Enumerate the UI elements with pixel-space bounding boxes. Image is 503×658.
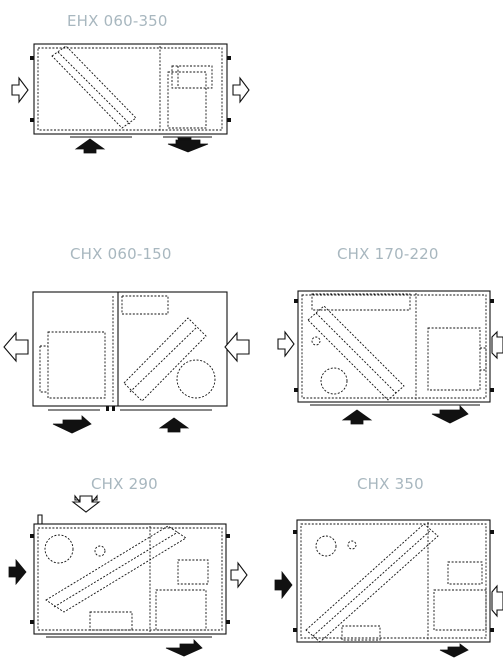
fan-wheel [315,535,337,557]
mount-pin [30,534,34,538]
open-flow-arrow-icon [71,495,101,513]
heat-exchanger-inner [57,51,131,125]
heat-exchanger-inner [53,531,179,608]
filter-box [121,295,169,315]
filled-flow-arrow-icon [158,417,190,433]
mount-pin [490,388,494,392]
fan-wheel [320,367,348,395]
motor-box [447,561,483,585]
unit-casing [33,523,227,635]
open-flow-arrow-icon [491,584,503,618]
sensor-port [94,545,106,557]
drain-box [341,625,381,641]
heat-exchanger [123,317,207,402]
heat-exchanger [51,45,137,129]
fan-wheel [176,359,216,399]
inner-outline [300,523,487,639]
mount-pin [226,534,230,538]
sensor-port [347,540,357,550]
diagram-chx-170-220 [277,290,503,425]
heat-exchanger-inner [129,326,198,393]
diagram-chx-060-150 [3,291,250,434]
fan-box [167,71,207,129]
unit-label-chx-350: CHX 350 [357,475,424,493]
inner-outline [37,527,223,631]
motor-outline [39,345,48,393]
mount-pin [106,406,109,411]
heat-exchanger [305,523,439,643]
filter-box [311,293,411,311]
inner-outline [37,47,223,131]
open-flow-arrow-icon [232,76,250,104]
filled-flow-arrow-icon [165,639,203,657]
mount-pin [294,299,298,303]
mount-pin [227,118,231,122]
diagram-ehx-060-350 [11,43,250,154]
fan-wheel [44,534,74,564]
mount-pin [490,530,494,534]
motor-box [177,559,209,585]
fan-box [433,589,487,631]
mount-pin [293,628,297,632]
filled-flow-arrow-icon [52,415,92,434]
diagram-chx-350 [274,519,503,658]
open-flow-arrow-icon [491,330,503,360]
open-flow-arrow-icon [3,331,29,363]
mount-pin [226,620,230,624]
unit-casing [296,519,491,643]
fan-box [47,331,106,399]
diagram-chx-290 [8,494,248,657]
fan-box [155,589,207,631]
filled-flow-arrow-icon [8,558,27,586]
filled-flow-arrow-icon [167,139,209,153]
filled-flow-arrow-icon [431,405,469,424]
mount-pin [30,56,34,60]
inner-outline [301,294,487,399]
unit-label-chx-170-220: CHX 170-220 [337,245,439,263]
top-vent [37,514,43,524]
mount-pin [30,620,34,624]
sensor-port [311,336,321,346]
mount-pin [227,56,231,60]
mount-pin [30,118,34,122]
fan-box [427,327,481,391]
heat-exchanger-inner [312,529,432,637]
mount-pin [490,628,494,632]
fan-box-top [171,65,213,89]
unit-casing [297,290,491,403]
filled-flow-arrow-icon [274,570,293,600]
heat-exchanger [45,525,187,613]
mount-pin [294,388,298,392]
unit-label-ehx-060-350: EHX 060-350 [67,12,168,30]
mount-pin [490,299,494,303]
motor-outline [480,347,487,371]
mount-pin [293,530,297,534]
open-flow-arrow-icon [11,76,29,104]
unit-label-chx-290: CHX 290 [91,475,158,493]
filled-flow-arrow-icon [74,138,106,154]
heat-exchanger-inner [315,312,397,394]
unit-label-chx-060-150: CHX 060-150 [70,245,172,263]
open-flow-arrow-icon [277,330,295,358]
filled-flow-arrow-icon [341,409,373,425]
drain-box [89,611,133,631]
open-flow-arrow-icon [230,561,248,589]
filled-flow-arrow-icon [439,643,469,658]
open-flow-arrow-icon [224,331,250,363]
heat-exchanger [307,305,405,401]
mount-pin [112,406,115,411]
